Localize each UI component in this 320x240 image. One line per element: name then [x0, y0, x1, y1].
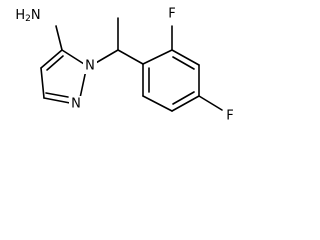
f-ortho-label-bg: [165, 6, 179, 22]
bond-c4-f-para: [198, 95, 223, 111]
bond-benzene-c2-c3: [171, 49, 200, 66]
fluorine-ortho-label: F: [168, 7, 175, 22]
n1-label-bg: [83, 58, 97, 74]
bond-benzene-c1-c2: [142, 49, 173, 65]
n2-label: N: [71, 97, 81, 112]
n2-label-bg: [69, 96, 83, 112]
bond-c5-nh2: [55, 25, 63, 51]
nh2-label-bg: [8, 6, 42, 24]
bond-n2-c3-inner: [45, 92, 69, 98]
amine-label: H2N: [15, 8, 40, 25]
fluorine-para-label: F: [226, 109, 233, 124]
bond-benzene-c2-c3-inner: [172, 56, 195, 70]
bond-benzene-c4-c5-inner: [172, 91, 195, 105]
bond-c5-n1: [61, 49, 85, 65]
bond-n1-n2: [79, 69, 87, 99]
bond-n1-ch: [93, 49, 119, 65]
bond-benzene-c4-c5: [171, 95, 200, 112]
bond-c4-c5-inner: [46, 55, 64, 71]
bond-benzene-c5-c6: [142, 95, 173, 112]
chemical-structure-diagram: H2N N N F F: [8, 6, 237, 124]
bond-n2-c3: [43, 97, 71, 104]
f-para-label-bg: [223, 108, 237, 124]
n1-label: N: [85, 59, 95, 74]
bond-c3-c4: [40, 67, 45, 99]
bond-ch-phenyl: [117, 49, 144, 65]
bond-c4-c5: [40, 49, 63, 69]
